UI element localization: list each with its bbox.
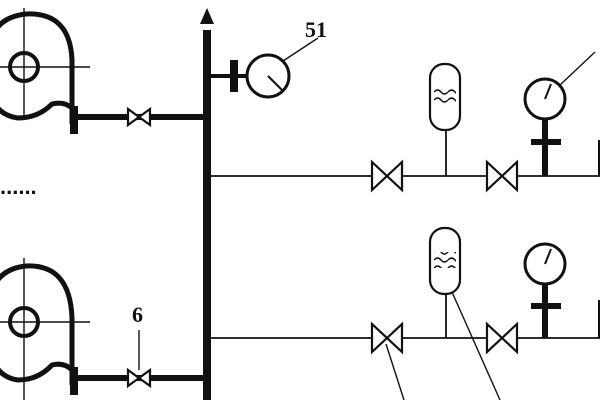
up-arrow-icon [200,8,214,24]
valve-lower-blower [126,330,152,389]
label-gauge-51: 51 [305,17,327,42]
valve-branch-upper-2 [485,159,519,193]
valve-branch-lower-1 [370,321,405,400]
valve-branch-lower-2 [485,321,519,355]
valve-upper-blower [126,106,152,128]
gauge-lower-right [523,242,567,338]
valve-branch-upper-1 [370,159,404,193]
tank-upper [428,62,462,176]
blower-lower [0,258,90,400]
pressure-gauge-main [211,37,319,99]
main-header-pipe [200,8,214,400]
blower-upper [0,8,90,134]
ellipsis: ...... [0,174,37,199]
label-valve-6: 6 [132,302,143,327]
gauge-upper-right [523,51,596,176]
tank-lower [428,226,501,400]
